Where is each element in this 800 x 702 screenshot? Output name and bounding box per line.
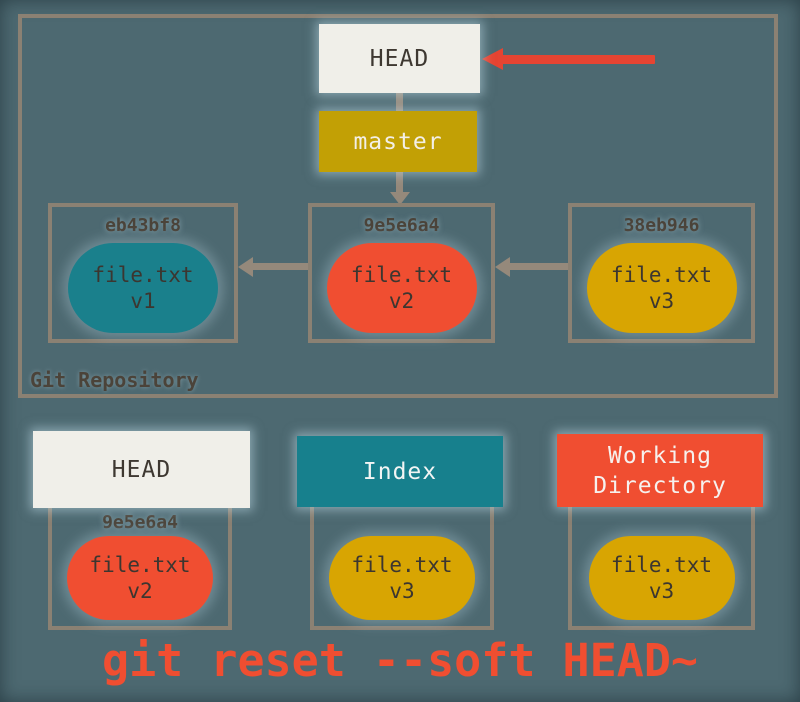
annotation-arrow-left-icon <box>482 48 503 70</box>
head-pointer-box: HEAD <box>319 24 480 93</box>
git-repository-frame <box>18 14 778 398</box>
git-repository-label: Git Repository <box>30 368 199 392</box>
file-snapshot-pill: file.txt v3 <box>588 536 735 620</box>
command-caption: git reset --soft HEAD~ <box>101 634 699 687</box>
master-to-commit-line <box>396 172 403 194</box>
file-version: v2 <box>388 289 415 313</box>
head-snapshot-box: 9e5e6a4 file.txt v2 <box>48 500 232 630</box>
file-name: file.txt <box>350 263 453 287</box>
file-name: file.txt <box>89 553 191 577</box>
commit-hash: eb43bf8 <box>105 215 181 236</box>
working-directory-area-header: Working Directory <box>557 434 763 507</box>
working-directory-snapshot-box: file.txt v3 <box>568 500 755 630</box>
file-name: file.txt <box>92 263 194 287</box>
head-to-master-line <box>396 93 403 111</box>
file-version: v3 <box>389 579 415 603</box>
file-name: file.txt <box>610 553 713 577</box>
file-snapshot-pill: file.txt v2 <box>326 243 477 333</box>
file-version: v2 <box>127 579 153 603</box>
master-branch-label: master <box>353 128 443 155</box>
arrow-left-icon <box>238 257 253 277</box>
file-name: file.txt <box>610 263 713 287</box>
master-branch-box: master <box>319 111 477 172</box>
commit-hash: 9e5e6a4 <box>363 215 440 236</box>
commit-hash: 38eb946 <box>623 215 700 236</box>
commit3-to-commit2-line <box>509 263 568 270</box>
head-area-label: HEAD <box>111 456 172 483</box>
commit-box-9e5e6a4: 9e5e6a4 file.txt v2 <box>308 203 495 343</box>
commit-box-eb43bf8: eb43bf8 file.txt v1 <box>48 203 238 343</box>
file-version: v1 <box>130 289 156 313</box>
working-directory-area-label: Working Directory <box>593 442 727 499</box>
arrow-down-icon <box>390 192 410 205</box>
file-snapshot-pill: file.txt v3 <box>586 243 737 333</box>
arrow-left-icon <box>495 257 510 277</box>
commit2-to-commit1-line <box>252 263 308 270</box>
file-version: v3 <box>648 289 675 313</box>
file-snapshot-pill: file.txt v1 <box>68 243 218 333</box>
index-area-label: Index <box>362 458 438 485</box>
commit-box-38eb946: 38eb946 file.txt v3 <box>568 203 755 343</box>
index-area-header: Index <box>297 436 503 507</box>
index-snapshot-box: file.txt v3 <box>310 500 494 630</box>
file-snapshot-pill: file.txt v2 <box>67 536 213 620</box>
file-version: v3 <box>648 579 675 603</box>
snapshot-hash: 9e5e6a4 <box>102 512 178 533</box>
head-area-header: HEAD <box>33 431 250 508</box>
head-pointer-label: HEAD <box>369 45 430 72</box>
annotation-arrow-shaft <box>502 55 655 64</box>
file-snapshot-pill: file.txt v3 <box>329 536 475 620</box>
file-name: file.txt <box>351 553 453 577</box>
